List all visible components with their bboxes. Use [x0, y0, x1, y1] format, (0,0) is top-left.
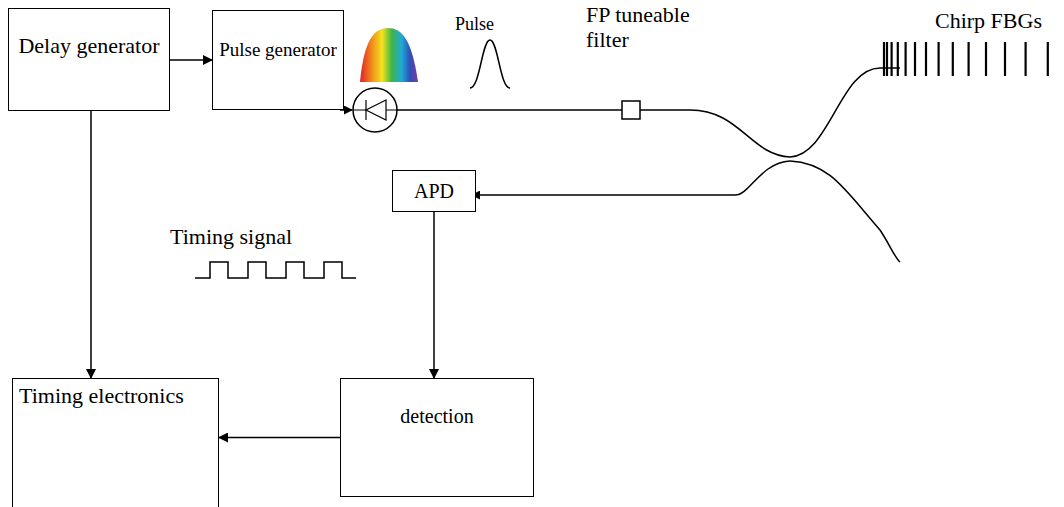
signal-arrow	[170, 59, 212, 61]
optical-pulse	[470, 40, 510, 88]
block-box: Timing electronics	[12, 378, 219, 507]
annotation-label: Timing signal	[170, 224, 330, 249]
fiber	[397, 109, 622, 111]
chirped-fbg	[884, 42, 1048, 76]
annotation-label: FP tuneable filter	[586, 2, 716, 53]
box-label: APD	[397, 180, 471, 203]
fiber-coupler	[472, 68, 900, 262]
annotation-label: Pulse	[455, 14, 525, 35]
signal-arrow	[433, 212, 435, 378]
broadband-spectrum	[360, 28, 418, 82]
block-box: Delay generator	[8, 8, 170, 111]
laser-diode-symbol	[353, 88, 397, 132]
timing-waveform	[195, 262, 356, 278]
annotation-label: Chirp FBGs	[935, 8, 1060, 33]
box-label: Timing electronics	[19, 383, 212, 408]
signal-arrow	[90, 111, 92, 378]
block-box: Pulse generator	[212, 10, 344, 110]
block-box: detection	[340, 378, 534, 497]
box-label: Delay generator	[17, 33, 161, 58]
signal-arrow	[219, 437, 340, 439]
fp-filter-symbol	[622, 101, 640, 119]
box-label: Pulse generator	[219, 39, 337, 61]
block-box: APD	[392, 170, 476, 212]
box-label: detection	[347, 405, 527, 428]
